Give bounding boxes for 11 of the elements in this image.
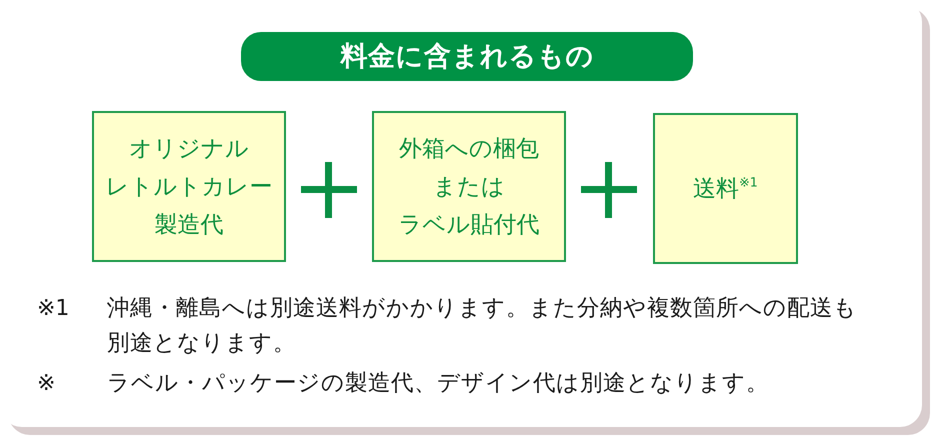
note-text: 沖縄・離島へは別途送料がかかります。また分納や複数箇所への配送も別途となります。 (107, 294, 858, 358)
title-banner: 料金に含まれるもの (241, 32, 693, 81)
item-box (372, 111, 566, 262)
box-text: 送料$^{※1}$ (693, 173, 758, 204)
item-box (653, 113, 798, 264)
note-marker: ※ (37, 370, 56, 398)
note-marker: ※1 (37, 295, 70, 323)
box-text: オリジナルレトルトカレー製造代 (106, 134, 272, 240)
item-box (92, 111, 286, 262)
note-text: ラベル・パッケージの製造代、デザイン代は別途となります。 (107, 369, 770, 398)
box-text: 外箱への梱包またはラベル貼付代 (398, 134, 540, 240)
